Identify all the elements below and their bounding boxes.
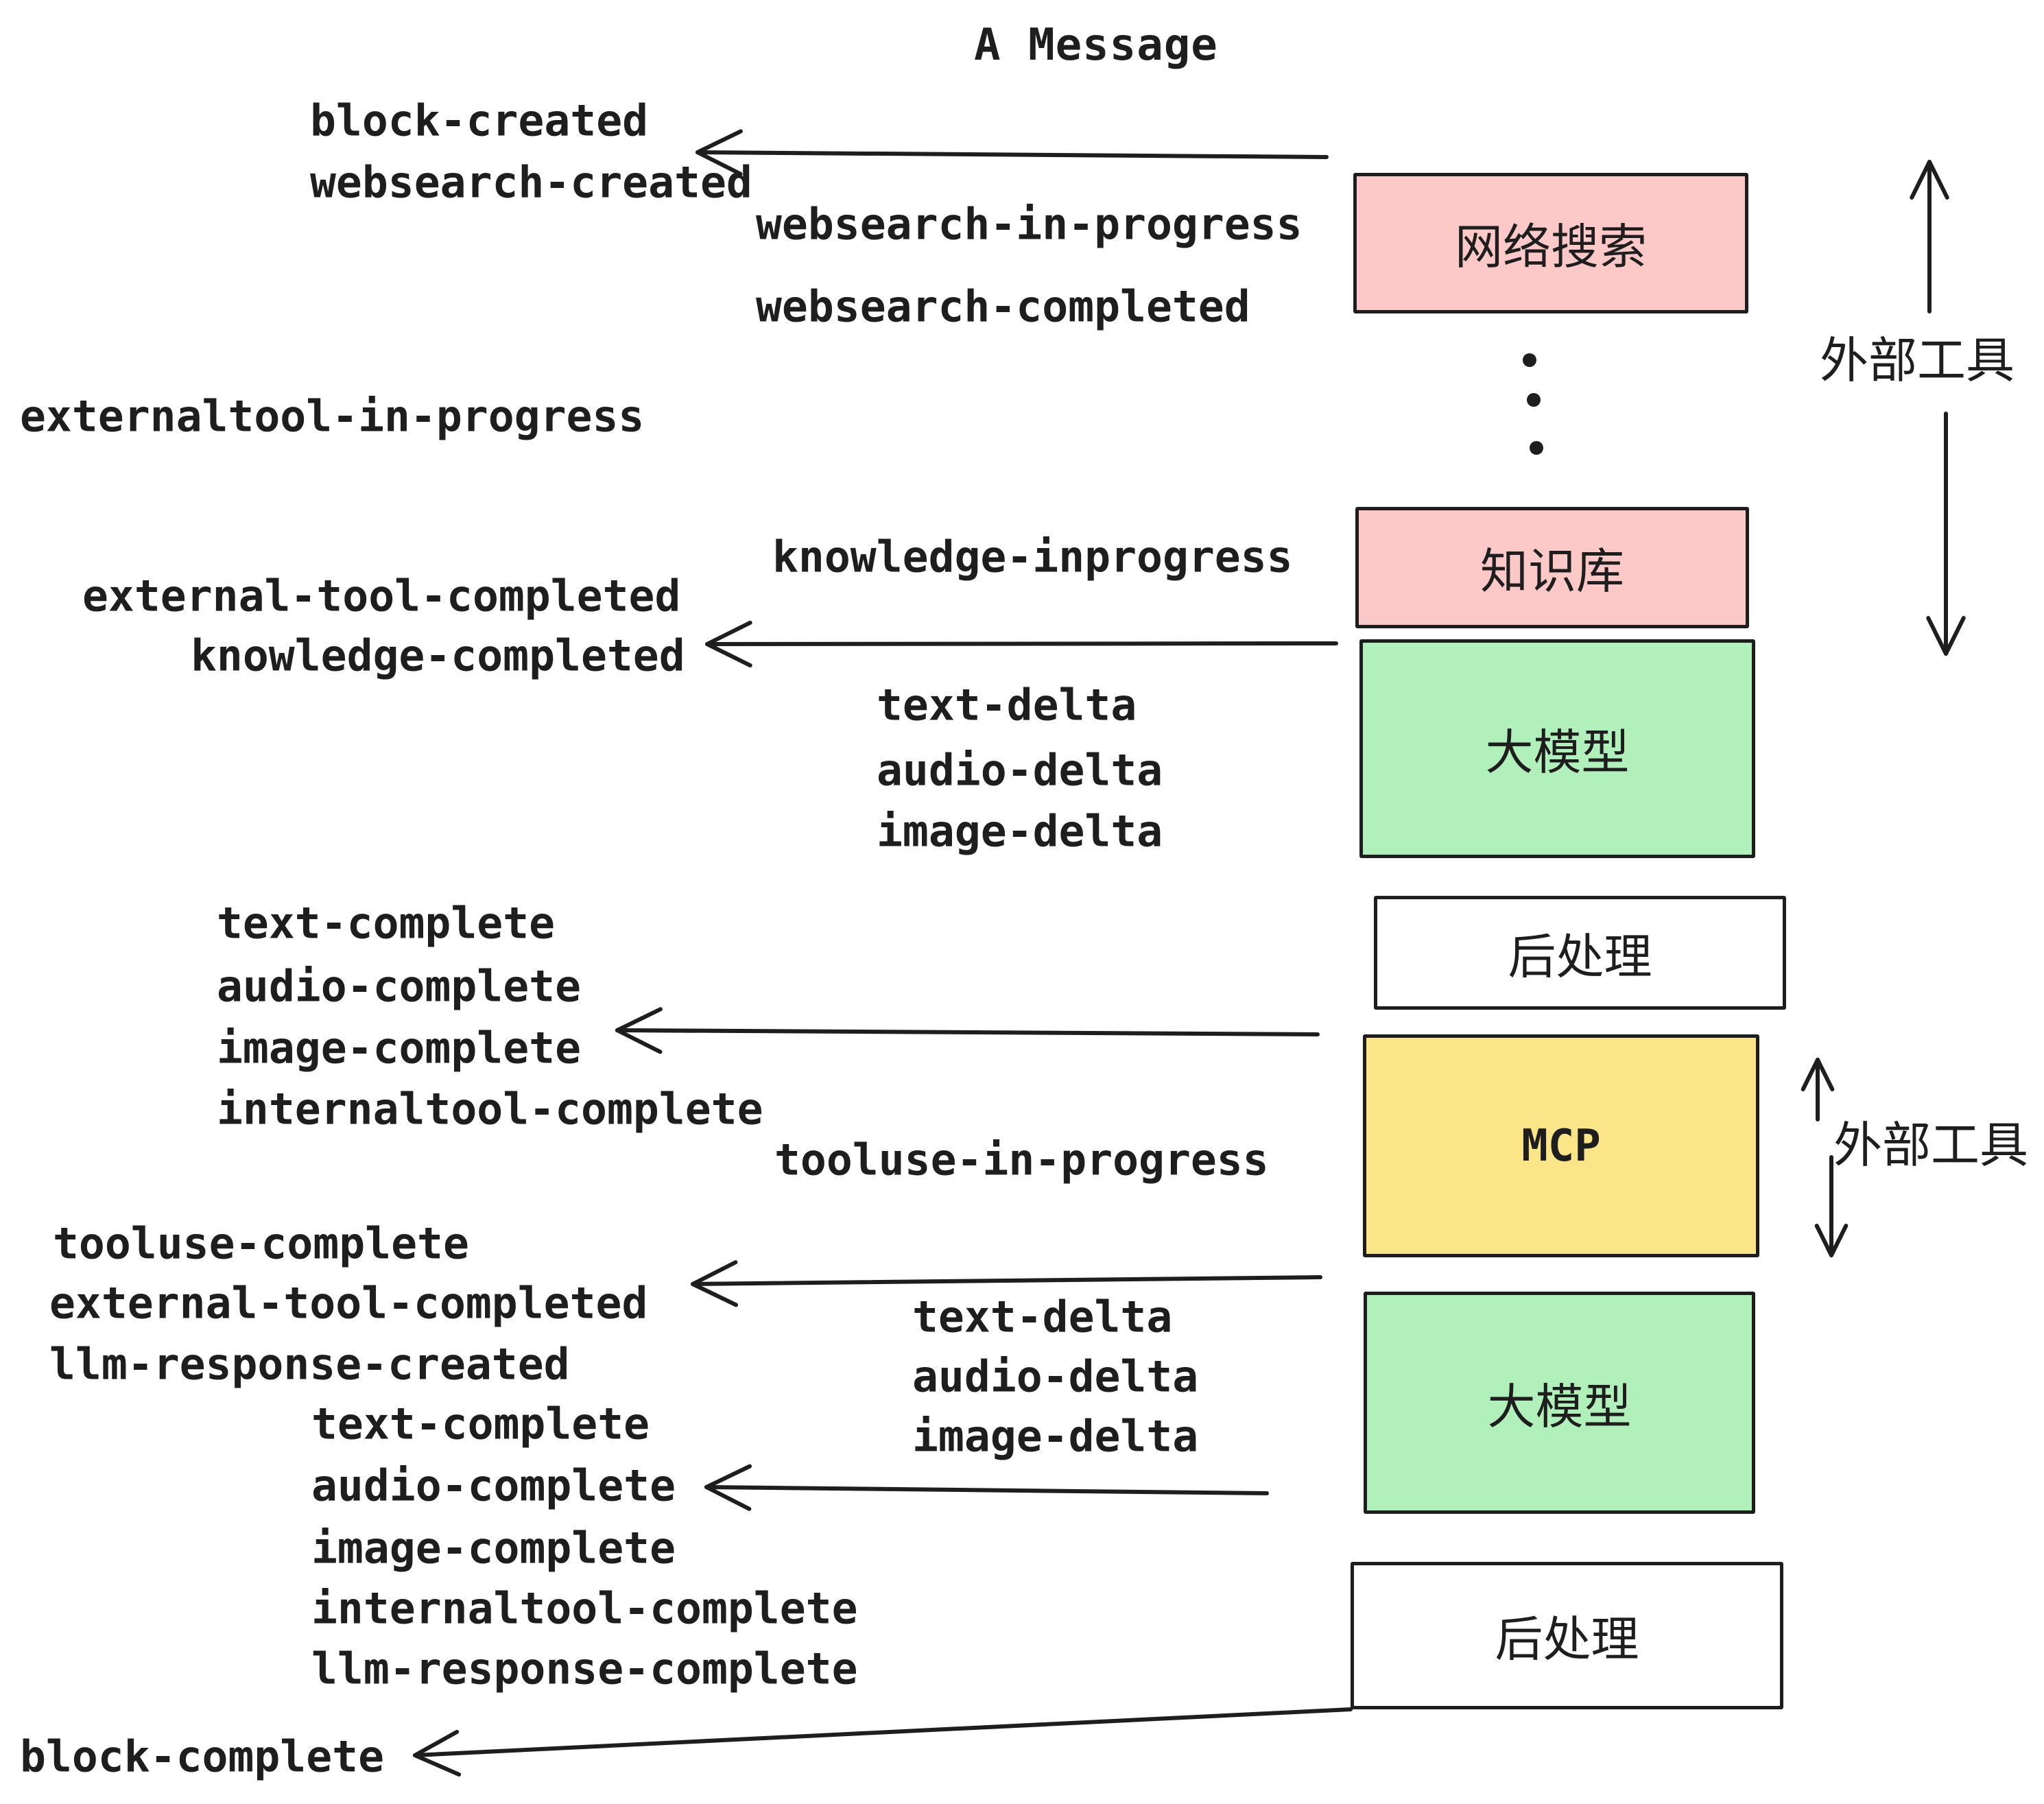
event-label: knowledge-completed <box>191 630 685 681</box>
event-label: image-complete <box>217 1023 582 1073</box>
event-label: tooluse-in-progress <box>774 1135 1269 1185</box>
event-label: image-complete <box>311 1523 676 1574</box>
event-label: llm-response-created <box>49 1339 570 1390</box>
ext-tools-2-arrow-up <box>1801 1058 1835 1121</box>
side-label-external-tools-2: 外部工具 <box>1833 1119 2029 1173</box>
event-label: websearch-completed <box>756 281 1250 332</box>
ellipsis-dot <box>1527 393 1541 407</box>
event-label: image-delta <box>912 1411 1199 1462</box>
event-label: external-tool-completed <box>49 1278 648 1329</box>
ellipsis-dot <box>1523 353 1536 367</box>
event-label: text-delta <box>877 680 1137 731</box>
box-mcp: MCP <box>1363 1034 1759 1257</box>
event-label: llm-response-complete <box>311 1643 858 1694</box>
box-label-llm-1: 大模型 <box>1485 726 1630 779</box>
event-label: external-tool-completed <box>82 571 681 621</box>
box-label-postprocess-1: 后处理 <box>1508 929 1652 984</box>
ext-tools-1-arrow-down <box>1926 412 1966 656</box>
box-postprocess-2: 后处理 <box>1351 1562 1783 1709</box>
arrow-to-knowledge-completed <box>705 620 1338 668</box>
arrow-to-audio-complete <box>704 1464 1269 1511</box>
box-llm-2: 大模型 <box>1364 1292 1755 1514</box>
box-knowledge: 知识库 <box>1355 507 1749 628</box>
event-label: tooluse-complete <box>53 1218 469 1269</box>
event-label: internaltool-complete <box>311 1583 858 1634</box>
event-label: block-complete <box>20 1731 385 1782</box>
ext-tools-1-arrow-up <box>1910 160 1949 313</box>
page-title: A Message <box>974 20 1218 71</box>
arrow-to-image-complete <box>615 1007 1320 1054</box>
box-label-mcp: MCP <box>1521 1120 1601 1172</box>
side-label-external-tools-1: 外部工具 <box>1820 334 2015 388</box>
event-label: text-complete <box>217 898 556 949</box>
ellipsis-dot <box>1530 441 1543 455</box>
event-label: block-created <box>310 95 649 146</box>
box-label-websearch: 网络搜索 <box>1455 220 1647 274</box>
event-label: internaltool-complete <box>217 1084 763 1135</box>
event-label: text-complete <box>311 1399 650 1449</box>
box-label-knowledge: 知识库 <box>1480 545 1624 598</box>
event-label: image-delta <box>877 806 1163 857</box>
box-label-postprocess-2: 后处理 <box>1495 1613 1639 1666</box>
event-label: websearch-in-progress <box>756 199 1303 250</box>
event-label: audio-complete <box>217 961 582 1012</box>
box-websearch: 网络搜索 <box>1353 173 1748 313</box>
event-label: websearch-created <box>310 157 752 208</box>
event-label: audio-delta <box>877 745 1163 796</box>
event-label: knowledge-inprogress <box>772 532 1293 582</box>
box-postprocess-1: 后处理 <box>1374 896 1786 1010</box>
event-label: text-delta <box>912 1292 1173 1342</box>
box-label-llm-2: 大模型 <box>1487 1379 1632 1434</box>
box-llm-1: 大模型 <box>1359 639 1755 858</box>
event-label: externaltool-in-progress <box>20 391 645 442</box>
event-label: audio-complete <box>311 1460 676 1511</box>
arrow-to-block-created <box>696 129 1329 176</box>
event-label: audio-delta <box>912 1351 1199 1402</box>
arrow-to-block-complete <box>413 1707 1353 1777</box>
